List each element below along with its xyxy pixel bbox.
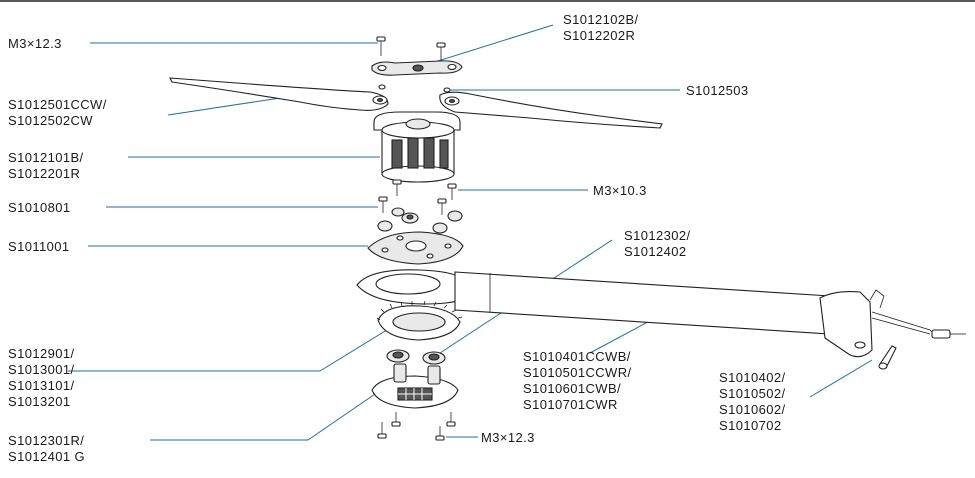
part-labels: M3×12.3 S1012102B/ S1012202R S1012503 S1… [8, 12, 786, 464]
label-gear-ring-2: S1013001/ [8, 362, 75, 377]
screw-bottom-icon [377, 412, 456, 441]
label-arm-end-1: S1010402/ [719, 370, 786, 385]
motor-mount-icon [367, 231, 464, 265]
label-propeller-1: S1012501CCW/ [8, 97, 107, 112]
label-arm-end-2: S1010502/ [719, 386, 786, 401]
label-screw-bottom: M3×12.3 [481, 430, 535, 445]
label-arm-tube-2: S1010501CCWR/ [523, 365, 632, 380]
leader-gear-ring [68, 324, 396, 372]
label-arm-tube-3: S1010601CWB/ [523, 381, 621, 396]
label-gear-ring-4: S1013201 [8, 394, 70, 409]
label-motor-mount: S1011001 [8, 239, 70, 254]
clamp-icon [386, 349, 446, 365]
esc-board-icon [371, 363, 459, 409]
propeller-right-icon [439, 87, 663, 129]
label-prop-adapter-2: S1012202R [563, 28, 635, 43]
leader-lines [68, 24, 873, 441]
leader-prop-adapter [421, 24, 554, 67]
label-gear-ring-3: S1013101/ [8, 378, 75, 393]
label-gear-ring-1: S1012901/ [8, 346, 75, 361]
screw-mid-icon [378, 179, 457, 215]
motor-icon [373, 111, 461, 183]
label-clamp-1: S1012302/ [624, 228, 691, 243]
label-damper: S1010801 [8, 200, 70, 215]
prop-adapter-icon [371, 60, 463, 76]
label-arm-tube-1: S1010401CCWB/ [523, 349, 631, 364]
damper-icon [377, 207, 463, 234]
label-esc-board-2: S1012401 G [8, 449, 85, 464]
leader-arm-end [809, 359, 873, 398]
label-screw-top: M3×12.3 [8, 36, 62, 51]
propeller-left-icon [169, 77, 389, 111]
label-motor-1: S1012101B/ [8, 150, 84, 165]
arm-end-pin-icon [878, 345, 897, 370]
label-arm-end-4: S1010702 [719, 418, 781, 433]
label-motor-2: S1012201R [8, 166, 80, 181]
arm-tube-icon [356, 269, 966, 358]
label-screw-mid: M3×10.3 [593, 183, 647, 198]
label-propeller-2: S1012502CW [8, 113, 93, 128]
label-washer: S1012503 [686, 83, 748, 98]
label-clamp-2: S1012402 [624, 244, 686, 259]
gear-ring-icon [376, 300, 463, 341]
label-esc-board-1: S1012301R/ [8, 433, 84, 448]
label-prop-adapter-1: S1012102B/ [563, 12, 639, 27]
leader-esc-board [150, 391, 379, 441]
screw-top-icon [376, 36, 446, 60]
label-arm-end-3: S1010602/ [719, 402, 786, 417]
label-arm-tube-4: S1010701CWR [523, 397, 618, 412]
